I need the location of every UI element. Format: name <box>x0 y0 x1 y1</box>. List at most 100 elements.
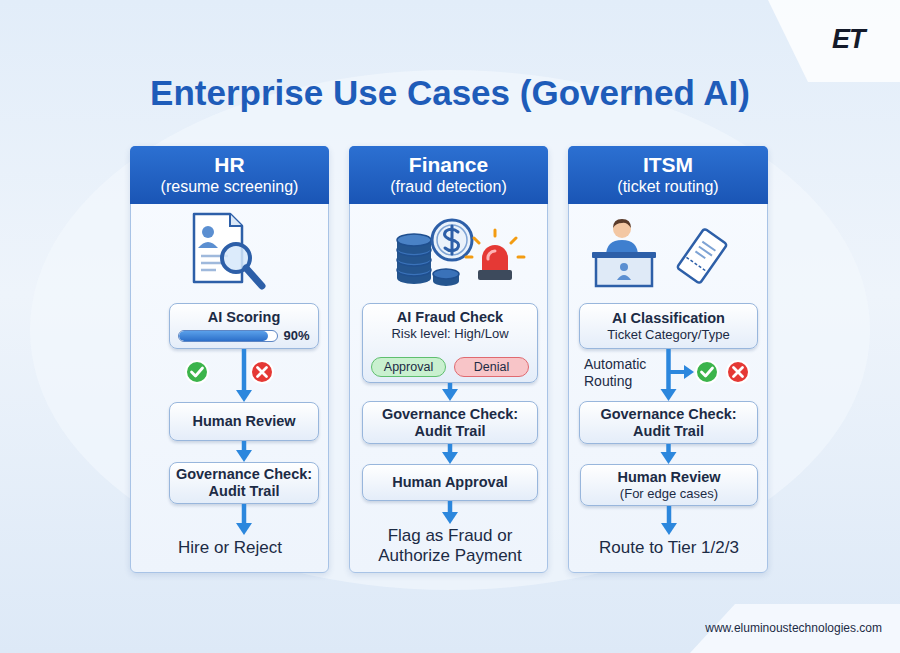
column-panel: ITSM(ticket routing) AI ClassificationTic… <box>568 146 768 573</box>
arrow-head <box>661 389 677 401</box>
website-url: www.eluminoustechnologies.com <box>582 621 882 635</box>
coin <box>397 254 431 266</box>
desk <box>596 256 652 286</box>
pill-text: Denial <box>474 360 509 374</box>
process-box: Governance Check: Audit Trail <box>169 462 319 504</box>
outcome-label: Hire or Reject <box>178 538 282 558</box>
column-title: Finance <box>349 153 548 177</box>
column-panel: Finance(fraud detection) AI Fraud CheckRi… <box>349 146 548 573</box>
approve-icon <box>696 361 718 383</box>
column-header: ITSM(ticket routing) <box>568 146 768 204</box>
flow-arrow <box>236 349 252 402</box>
diagram-title: Enterprise Use Cases (Governed AI) <box>0 73 900 113</box>
check-mark <box>192 368 203 376</box>
box-title: Human Approval <box>392 474 507 491</box>
coin <box>397 270 431 284</box>
column-subtitle: (fraud detection) <box>349 177 548 197</box>
cross-circle <box>251 361 273 383</box>
siren-dome <box>482 245 508 270</box>
arrow-head <box>236 450 252 462</box>
flow-arrow <box>442 383 458 401</box>
process-box: AI Fraud CheckRisk level: High/LowApprov… <box>362 303 538 383</box>
desk-badge <box>617 275 631 280</box>
siren-shine <box>488 251 495 259</box>
resume-icon <box>194 214 262 286</box>
box-title: Governance Check: Audit Trail <box>596 406 742 440</box>
process-box: AI ClassificationTicket Category/Type <box>579 303 758 349</box>
ticket-perforation <box>686 257 706 271</box>
outcome-text: Route to Tier 1/2/3 <box>579 535 759 561</box>
corner-shape <box>768 0 900 82</box>
process-box: AI Scoring 90% <box>169 303 319 349</box>
check-circle <box>186 361 208 383</box>
status-pill: Denial <box>454 357 529 377</box>
arrow-line <box>666 349 671 390</box>
column-title: HR <box>130 153 329 177</box>
reject-icon <box>727 361 749 383</box>
outcome-text: Flag as Fraud or Authorize Payment <box>360 524 540 568</box>
agent-hair <box>613 219 631 228</box>
arrow-head <box>684 365 694 379</box>
ticket-icon <box>677 228 727 283</box>
magnifier-lens <box>222 244 250 272</box>
cross-mark <box>258 368 267 377</box>
progress-bar <box>178 330 278 342</box>
box-subtitle: Ticket Category/Type <box>607 327 729 343</box>
coin <box>397 264 431 276</box>
score-row: 90% <box>178 328 309 343</box>
arrow-line <box>242 441 247 451</box>
arrow-line <box>666 444 671 453</box>
box-subtitle: Risk level: High/Low <box>391 326 508 342</box>
box-title: Governance Check: Audit Trail <box>172 466 316 500</box>
person-body <box>198 242 218 248</box>
arrow-line <box>242 349 247 391</box>
ticket <box>677 228 727 283</box>
desk-badge <box>620 263 628 271</box>
coin <box>397 234 431 246</box>
flow-arrow <box>442 444 458 464</box>
process-box: Human Review <box>169 402 319 441</box>
process-box: Human Approval <box>362 464 538 501</box>
box-title: AI Fraud Check <box>397 309 503 326</box>
box-title: AI Classification <box>612 310 725 327</box>
status-pill: Approval <box>371 357 446 377</box>
corner-shape <box>690 604 900 653</box>
process-box: Governance Check: Audit Trail <box>362 401 538 444</box>
magnifier-handle <box>246 268 262 286</box>
arrow-head <box>661 523 677 535</box>
flow-arrow <box>661 506 677 535</box>
progress-fill <box>179 331 267 341</box>
arrow-line <box>669 370 685 374</box>
coin <box>433 274 459 286</box>
column-header: HR(resume screening) <box>130 146 329 204</box>
arrow-head <box>442 512 458 524</box>
box-title: AI Scoring <box>208 309 281 326</box>
flow-arrow <box>442 501 458 524</box>
box-title: Human Review <box>192 413 295 430</box>
dollar-glyph <box>445 226 459 254</box>
pill-text: Approval <box>384 360 433 374</box>
box-title: Human Review <box>617 469 720 486</box>
column-panel: HR(resume screening) AI Scoring 90% Human R… <box>130 146 329 573</box>
helpdesk-icon <box>592 219 727 286</box>
arrow-line <box>448 501 453 513</box>
box-title: Governance Check: Audit Trail <box>377 406 523 440</box>
ticket-lines <box>695 242 715 261</box>
routing-arrow <box>669 365 694 379</box>
outcome-text: Hire or Reject <box>145 535 315 561</box>
coin <box>397 260 431 274</box>
siren-rays <box>466 230 524 257</box>
arrow-line <box>242 504 247 524</box>
flow-arrow <box>236 441 252 462</box>
coin <box>397 240 431 254</box>
outcome-label: Flag as Fraud or Authorize Payment <box>360 526 540 566</box>
column-title: ITSM <box>568 153 768 177</box>
outcome-label: Route to Tier 1/2/3 <box>599 538 739 558</box>
cross-circle <box>727 361 749 383</box>
column-header: Finance(fraud detection) <box>349 146 548 204</box>
arrow-line <box>448 383 453 390</box>
arrow-head <box>442 452 458 464</box>
arrow-head <box>236 390 252 402</box>
arrow-head <box>236 523 252 535</box>
